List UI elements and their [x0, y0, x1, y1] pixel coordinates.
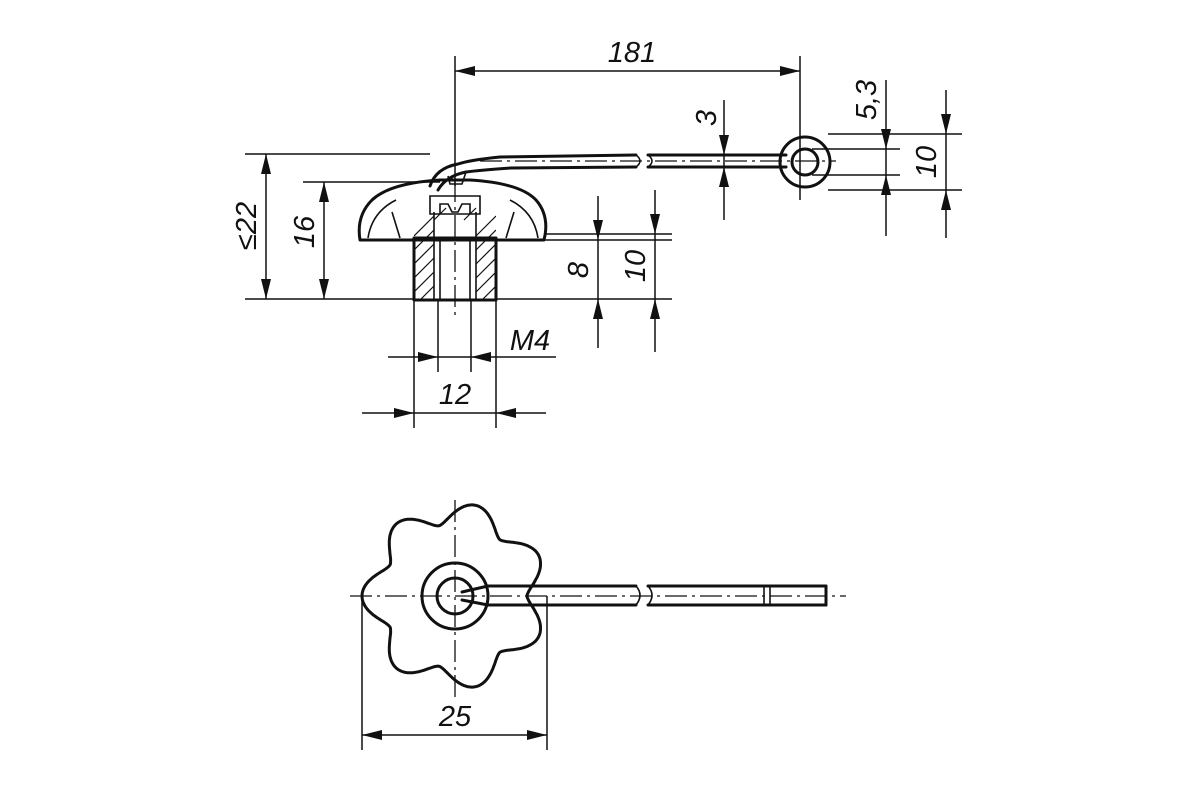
- insert-pocket: [429, 195, 481, 215]
- hub-section-hatch: [414, 207, 496, 300]
- cable-bend: [428, 153, 638, 188]
- top-cable: [460, 584, 638, 594]
- eyelet-outer: [778, 135, 832, 189]
- side-view-dimensions: 181 3 5,3 10 ≤22 16: [231, 37, 962, 428]
- dim-hub-height: 10: [620, 250, 652, 282]
- dim-knob-diameter: 25: [438, 701, 472, 733]
- dim-thread-depth: 8: [563, 262, 595, 278]
- dim-eyelet-outer: 10: [911, 146, 943, 178]
- knob-lobe-left: [367, 199, 397, 239]
- star-knob-outline: [360, 503, 542, 689]
- dim-thread-size: M4: [510, 325, 550, 357]
- dim-overall-length: 181: [608, 37, 656, 69]
- dim-knob-height: 16: [289, 215, 321, 248]
- knob-lobe-right: [509, 199, 539, 239]
- hub-bore: [435, 576, 475, 616]
- hub-outer-ring: [420, 561, 490, 631]
- dim-wire-diameter: 3: [691, 110, 723, 126]
- top-view-dimensions: 25: [361, 596, 548, 750]
- side-view: [357, 135, 836, 318]
- dim-hub-diameter: 12: [439, 379, 471, 411]
- knob-head-outline: [357, 178, 548, 242]
- dim-eyelet-hole: 5,3: [851, 80, 883, 120]
- dim-max-height: ≤22: [231, 202, 263, 250]
- top-view: [350, 500, 846, 700]
- eyelet-hole: [790, 147, 820, 177]
